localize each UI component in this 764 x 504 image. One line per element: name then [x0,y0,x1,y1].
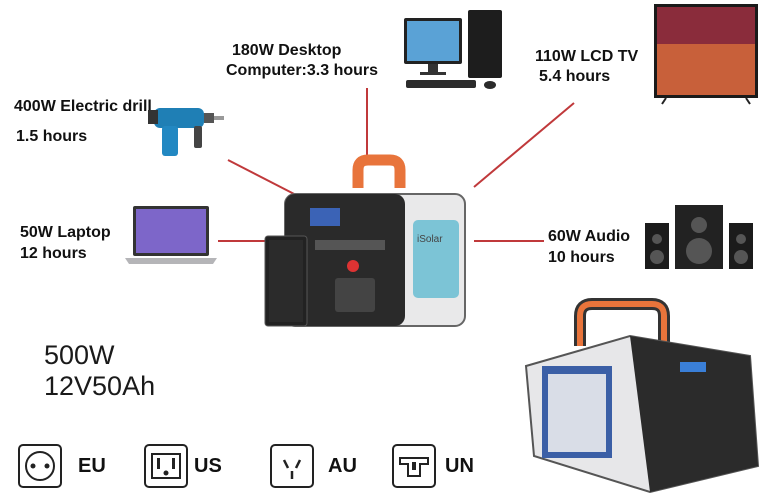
universal-plug-icon [392,444,436,488]
connector-tv [473,102,575,188]
audio-runtime: 10 hours [548,249,615,266]
eu-plug-icon [18,444,62,488]
plug-label-un: UN [445,455,474,477]
us-plug-icon [144,444,188,488]
plug-label-us: US [194,455,222,477]
desktop-computer-icon [404,10,502,89]
laptop-runtime: 12 hours [20,245,87,262]
drill-title: 400W Electric drill [14,98,152,115]
audio-title: 60W Audio [548,228,631,245]
au-plug-icon [270,444,314,488]
plug-label-eu: EU [78,455,106,477]
lcd-tv-icon [654,4,758,105]
tv-title: 110W LCD TV [535,48,639,65]
panel-brand: iSolar [417,234,443,245]
laptop-title: 50W Laptop [20,224,111,241]
electric-drill-icon [148,108,224,156]
power-station-angled [524,298,760,494]
connector-drill [227,159,301,198]
laptop-icon [125,206,217,264]
desktop-title: 180W Desktop [232,42,342,59]
spec-power: 500W [44,340,115,370]
desktop-runtime: Computer:3.3 hours [226,62,379,79]
audio-speakers-icon [645,205,753,269]
spec-battery: 12V50Ah [44,371,156,401]
drill-runtime: 1.5 hours [16,128,88,145]
plug-label-au: AU [328,455,357,477]
power-station-front: iSolar [264,154,466,327]
tv-runtime: 5.4 hours [539,68,611,85]
